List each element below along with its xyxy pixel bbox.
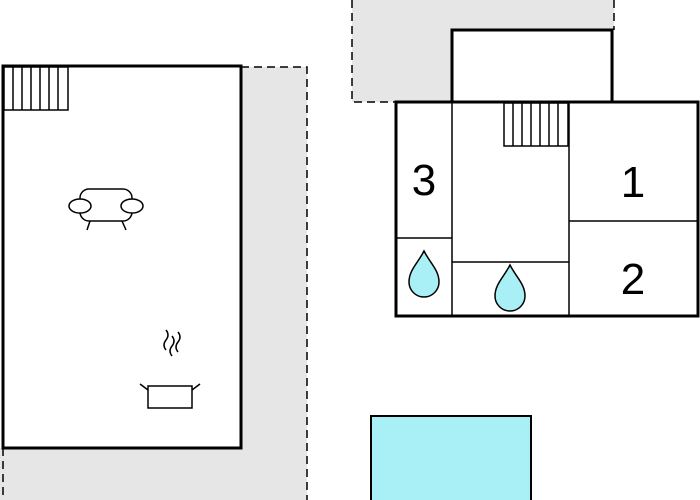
pool bbox=[370, 415, 532, 500]
stairs-icon bbox=[503, 102, 569, 147]
room-3-label: 3 bbox=[412, 156, 436, 205]
cooking-pot-icon bbox=[139, 329, 201, 409]
water-drop-icon bbox=[408, 249, 440, 298]
terrace-left bbox=[0, 66, 308, 500]
sofa-icon bbox=[68, 188, 144, 231]
annex-room bbox=[450, 28, 614, 104]
interior-walls bbox=[396, 102, 698, 316]
left-building bbox=[0, 64, 308, 500]
room-2-label: 2 bbox=[621, 255, 645, 304]
stairs-icon bbox=[3, 66, 69, 111]
room-1-label: 1 bbox=[621, 158, 645, 207]
right-building: 3 1 2 bbox=[351, 0, 700, 318]
water-drop-icon bbox=[494, 263, 526, 312]
left-main-room bbox=[1, 64, 243, 450]
